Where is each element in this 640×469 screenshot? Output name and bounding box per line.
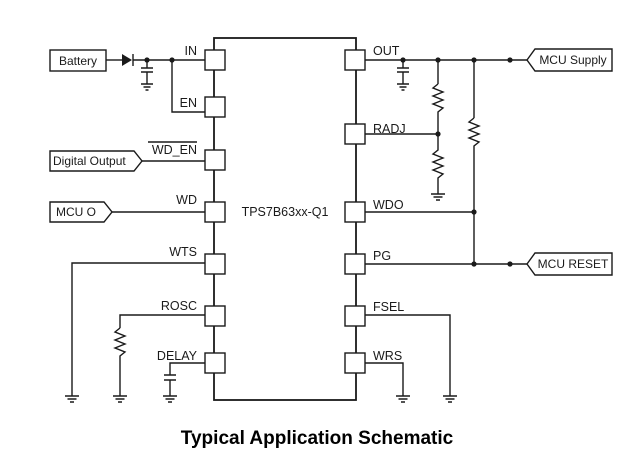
divider-ground-icon [431, 193, 445, 201]
input-capacitor-icon [141, 60, 153, 91]
delay-wire [169, 362, 205, 375]
pin-label-rosc: ROSC [161, 299, 197, 313]
ic-part-label: TPS7B63xx-Q1 [242, 205, 329, 219]
wts-wire [71, 262, 205, 396]
pin-pad-wd-en [204, 149, 226, 171]
pin-pad-radj [344, 123, 366, 145]
mcu-reset-junction-dot [507, 261, 513, 267]
divider-bottom-resistor-icon [431, 134, 445, 194]
rosc-wire [119, 314, 205, 328]
fsel-wire [365, 314, 451, 396]
pin-label-wd: WD [176, 193, 197, 207]
mcu-supply-junction-dot [507, 57, 513, 63]
pin-pad-rosc [204, 305, 226, 327]
delay-capacitor-icon [164, 374, 176, 396]
divider-top-resistor-icon [431, 83, 445, 134]
mcu-reset-label: MCU RESET [538, 257, 609, 271]
mcu-reset-port [526, 252, 613, 276]
output-capacitor-icon [397, 60, 409, 91]
pin-label-radj: RADJ [373, 122, 406, 136]
pin-pad-pg [344, 253, 366, 275]
pin-pad-wdo [344, 201, 366, 223]
mcu-o-label: MCU O [56, 205, 96, 219]
pin-pad-wd [204, 201, 226, 223]
mcu-o-port [49, 201, 113, 223]
wrs-wire [365, 362, 404, 396]
mcu-supply-label: MCU Supply [539, 53, 606, 67]
pin-label-delay: DELAY [157, 349, 198, 363]
pin-pad-wrs [344, 352, 366, 374]
digital-output-label: Digital Output [53, 154, 126, 168]
pin-label-wdo: WDO [373, 198, 404, 212]
ic-body [213, 37, 357, 401]
mcu-supply-port [526, 48, 613, 72]
pin-pad-en [204, 96, 226, 118]
rosc-ground-icon [113, 395, 127, 403]
pin-label-wrs: WRS [373, 349, 402, 363]
wdo-junction-dot [471, 209, 477, 215]
digital-output-port [49, 150, 143, 172]
wts-ground-icon [65, 395, 79, 403]
en-wire [171, 60, 205, 113]
pin-label-en: EN [180, 96, 197, 110]
pin-label-wd-en: WD_EN [152, 143, 197, 157]
pin-label-wts: WTS [169, 245, 197, 259]
delay-ground-icon [163, 395, 177, 403]
pg-junction-dot [471, 261, 477, 267]
pin-pad-out [344, 49, 366, 71]
battery-label: Battery [59, 54, 97, 68]
pin-label-pg: PG [373, 249, 391, 263]
pin-label-out: OUT [373, 44, 400, 58]
diode-icon [122, 54, 132, 66]
pin-pad-fsel [344, 305, 366, 327]
wrs-ground-icon [396, 395, 410, 403]
pin-pad-delay [204, 352, 226, 374]
rosc-resistor-icon [113, 327, 127, 396]
pin-pad-in [204, 49, 226, 71]
pullup-resistor-icon [467, 117, 481, 264]
pin-label-in: IN [185, 44, 198, 58]
pin-pad-wts [204, 253, 226, 275]
pin-label-fsel: FSEL [373, 300, 404, 314]
fsel-ground-icon [443, 395, 457, 403]
diagram-caption: Typical Application Schematic [181, 428, 454, 449]
